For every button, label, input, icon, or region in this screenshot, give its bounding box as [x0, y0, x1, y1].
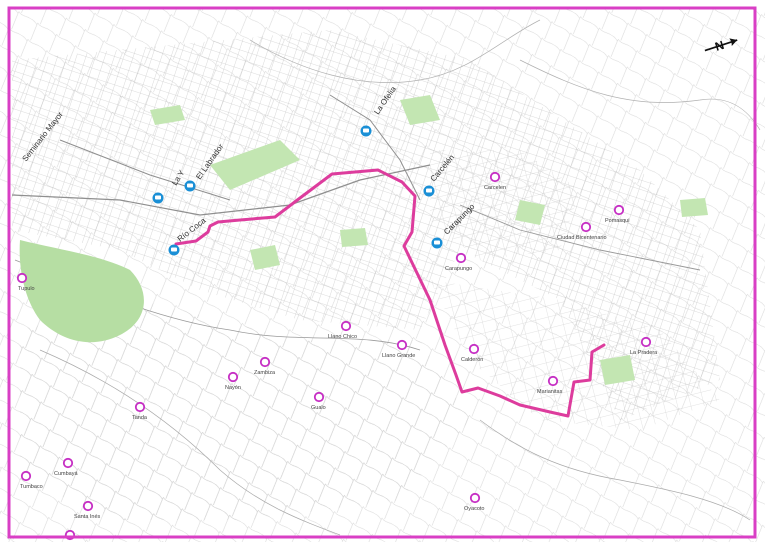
place-marker[interactable]: Carcelen — [484, 171, 506, 191]
urban-valleys — [20, 300, 470, 520]
place-marker[interactable]: La Pradera — [630, 336, 658, 356]
north-arrow-icon: N — [704, 38, 738, 54]
park-8 — [680, 198, 708, 217]
place-label: Tanda — [132, 415, 148, 421]
place-label: Oyacoto — [464, 506, 484, 512]
bus-station-icon[interactable] — [431, 237, 443, 249]
place-markers: Carcelen Pomasqui Ciudad Bicentenario Ca… — [16, 171, 658, 541]
place-marker[interactable]: Tanda — [132, 401, 148, 421]
place-label: Tumbaco — [20, 484, 43, 490]
bus-station-icon[interactable] — [152, 192, 164, 204]
place-label: Gualo — [311, 405, 326, 411]
place-label: Calderón — [461, 357, 483, 363]
place-label: Cumbayá — [54, 471, 78, 477]
park-2 — [400, 95, 440, 125]
place-marker[interactable]: Carapungo — [445, 252, 472, 272]
north-arrow-label: N — [713, 38, 726, 54]
bus-station-icon[interactable] — [168, 244, 180, 256]
transit-route-line[interactable] — [174, 168, 606, 418]
green-areas — [19, 95, 708, 385]
bus-station-icon[interactable] — [184, 180, 196, 192]
place-label: Tupulo — [18, 286, 35, 292]
place-label: Zambiza — [254, 370, 276, 376]
park-5 — [600, 355, 635, 385]
place-marker[interactable]: Oyacoto — [464, 492, 484, 512]
place-label: Pomasqui — [605, 218, 629, 224]
place-label: Ciudad Bicentenario — [557, 235, 607, 241]
park-3 — [515, 200, 545, 225]
place-marker[interactable]: Ciudad Bicentenario — [557, 221, 607, 241]
urban-northeast — [430, 280, 720, 430]
map-border — [7, 6, 757, 539]
place-marker[interactable]: Nayón — [225, 371, 241, 391]
place-label: Marianitas — [537, 389, 563, 395]
place-marker[interactable]: Santa Inés — [74, 500, 101, 520]
place-label: La Pradera — [630, 350, 658, 356]
station-markers — [152, 125, 443, 256]
park-6 — [150, 105, 185, 125]
bus-station-icon[interactable] — [360, 125, 372, 137]
place-marker[interactable]: Marianitas — [537, 375, 563, 395]
top-margin-strip — [0, 0, 765, 8]
metropolitan-park — [19, 240, 144, 343]
urban-core — [12, 30, 720, 420]
place-marker[interactable]: Gualo — [311, 391, 326, 411]
place-marker[interactable]: Tupulo — [16, 272, 35, 292]
place-marker[interactable]: Pomasqui — [605, 204, 629, 224]
place-marker[interactable]: Cumbayá — [54, 457, 78, 477]
place-marker[interactable]: Tumbaco — [20, 470, 43, 490]
place-label: Santa Inés — [74, 514, 101, 520]
park-4 — [250, 245, 280, 270]
place-label: Carcelen — [484, 185, 506, 191]
park-1 — [210, 140, 300, 190]
park-7 — [340, 228, 368, 247]
place-marker[interactable]: Llano Grande — [382, 339, 415, 359]
place-label: Llano Grande — [382, 353, 415, 359]
place-marker[interactable]: Calderón — [461, 343, 483, 363]
urban-carcelen — [430, 150, 580, 260]
bus-station-icon[interactable] — [423, 185, 435, 197]
place-label: Nayón — [225, 385, 241, 391]
place-label: Carapungo — [445, 266, 472, 272]
place-label: Llano Chico — [328, 334, 357, 340]
place-marker[interactable]: Llano Chico — [328, 320, 357, 340]
place-marker[interactable]: Zambiza — [254, 356, 276, 376]
